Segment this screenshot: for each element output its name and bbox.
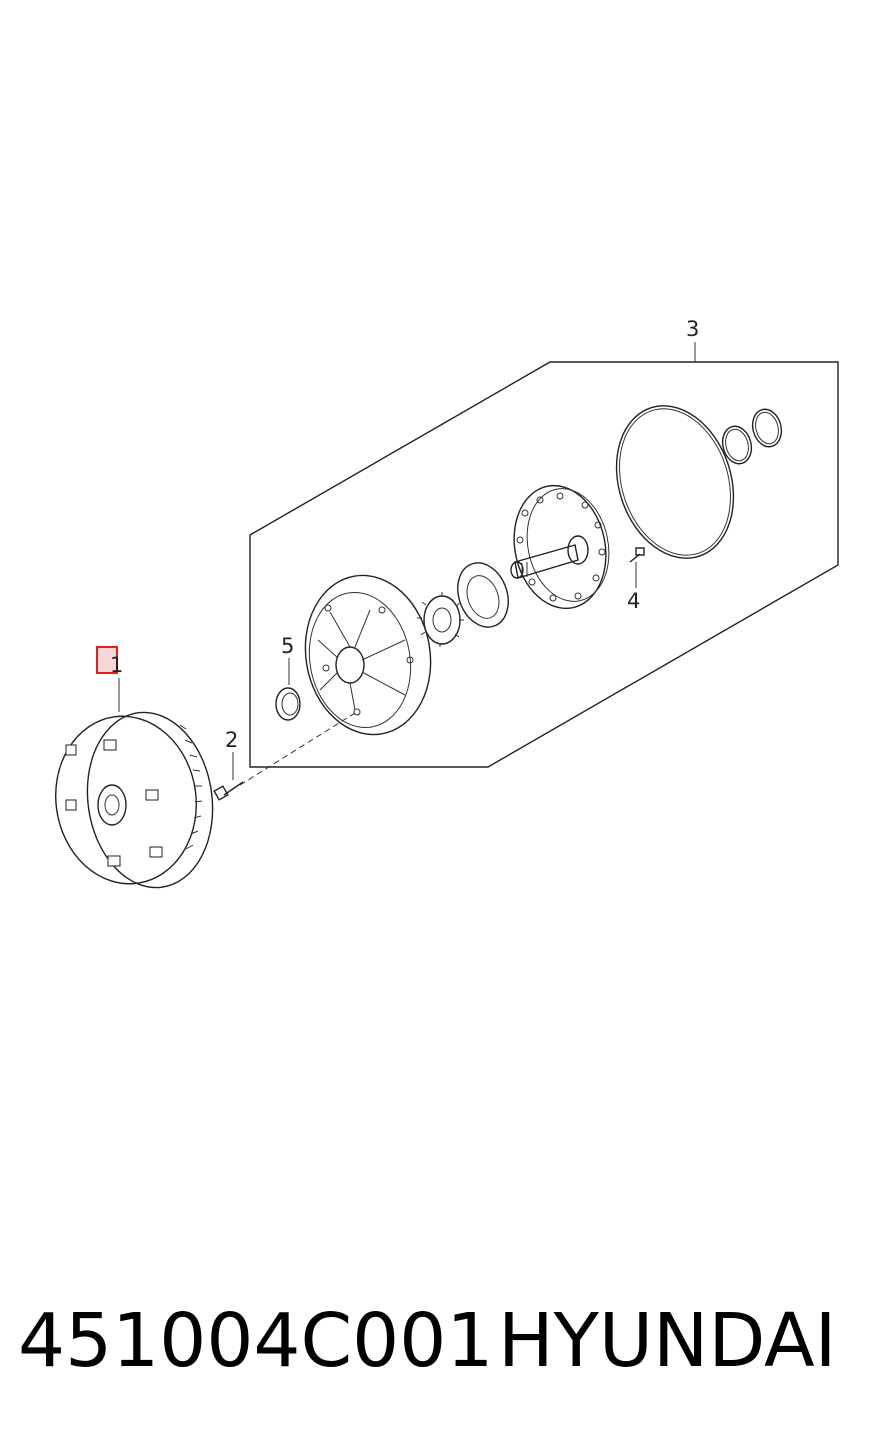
callout-4[interactable]: 4 (627, 589, 640, 613)
oil-seal-5 (275, 687, 301, 721)
o-ring-small-2 (751, 408, 783, 448)
o-ring-small-1 (721, 425, 753, 465)
o-ring-large (615, 405, 735, 559)
callout-2[interactable]: 2 (225, 728, 238, 752)
torque-converter (55, 711, 214, 889)
part-number: 451004C001 (18, 1298, 494, 1384)
reaction-shaft-support (510, 484, 610, 610)
callout-5[interactable]: 5 (281, 634, 294, 658)
bolt-2 (213, 781, 244, 801)
alignment-line (239, 712, 356, 786)
inner-gear (417, 592, 464, 647)
callout-3[interactable]: 3 (686, 317, 699, 341)
pump-assembly-box (249, 361, 839, 768)
brand-name: HYUNDAI (498, 1298, 837, 1384)
pump-housing (304, 574, 432, 736)
bolt-4 (629, 547, 645, 563)
outer-gear (457, 562, 509, 628)
footer-caption: 451004C001HYUNDAI (18, 1298, 878, 1398)
callout-1-highlight (96, 646, 118, 674)
callout-1[interactable]: 1 (110, 653, 123, 677)
